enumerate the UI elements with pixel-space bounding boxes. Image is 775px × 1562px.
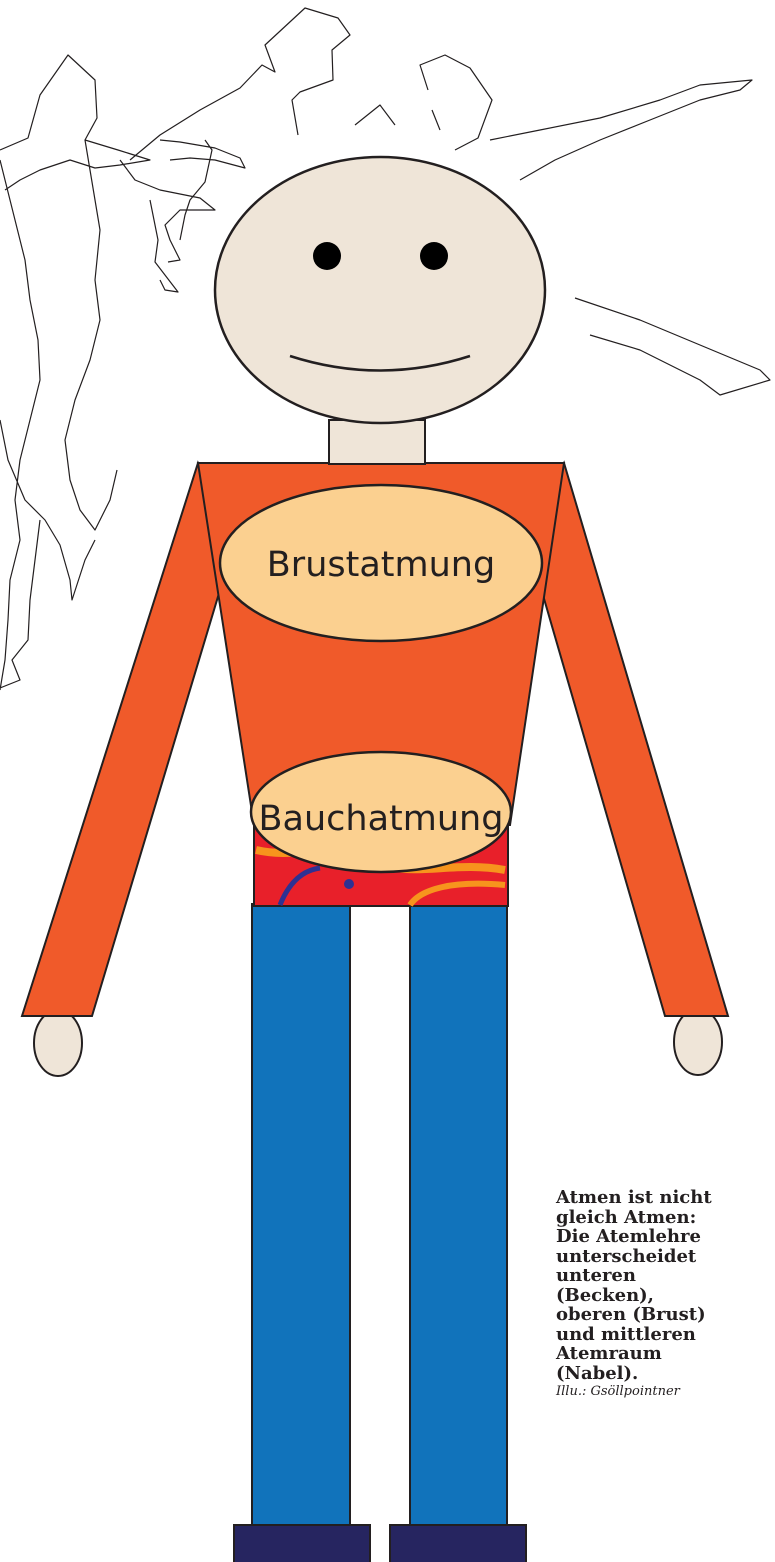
head [215, 157, 545, 423]
dancer-sketch-left [0, 55, 150, 690]
left-leg [252, 904, 350, 1526]
chest-breathing-label: Brustatmung [267, 545, 495, 585]
caption-line: (Becken), [556, 1286, 766, 1306]
right-hand [674, 1009, 722, 1075]
caption-line: Die Atemlehre [556, 1227, 766, 1247]
caption-line: oberen (Brust) [556, 1305, 766, 1325]
belly-breathing-zone: Bauchatmung [251, 752, 511, 872]
figure-caption: Atmen ist nicht gleich Atmen: Die Atemle… [556, 1188, 766, 1400]
illustration-credit: Illu.: Gsöllpointner [556, 1384, 766, 1400]
caption-line: (Nabel). [556, 1364, 766, 1384]
right-arm [527, 463, 728, 1016]
left-eye [313, 242, 341, 270]
left-shoe [234, 1525, 370, 1562]
caption-text: Atmen ist nicht gleich Atmen: Die Atemle… [556, 1188, 766, 1383]
right-leg [410, 904, 507, 1526]
caption-line: unterscheidet [556, 1247, 766, 1267]
caption-line: unteren [556, 1266, 766, 1286]
caption-line: Atemraum [556, 1344, 766, 1364]
left-hand [34, 1010, 82, 1076]
caption-line: gleich Atmen: [556, 1208, 766, 1228]
neck [329, 420, 425, 464]
chest-breathing-zone: Brustatmung [220, 485, 542, 641]
belly-breathing-label: Bauchatmung [259, 799, 504, 839]
right-shoe [390, 1525, 526, 1562]
left-arm [22, 463, 235, 1016]
caption-line: Atmen ist nicht [556, 1188, 766, 1208]
caption-line: und mittleren [556, 1325, 766, 1345]
right-eye [420, 242, 448, 270]
